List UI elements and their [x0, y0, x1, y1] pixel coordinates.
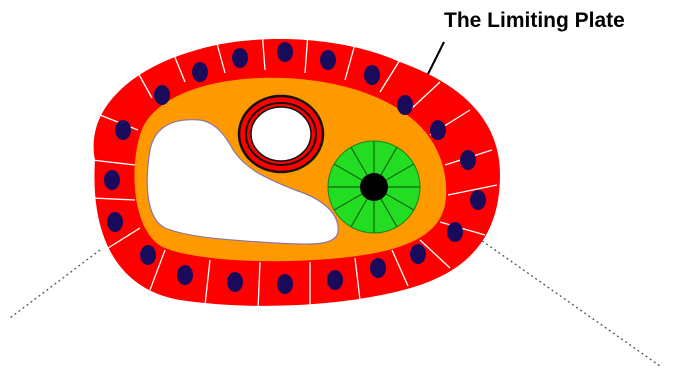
- nucleus: [107, 212, 123, 232]
- nucleus: [277, 42, 293, 62]
- nucleus: [460, 150, 476, 170]
- left-dotted-line: [10, 250, 100, 318]
- nucleus: [115, 120, 131, 140]
- nucleus: [470, 190, 486, 210]
- nucleus: [232, 48, 248, 68]
- nucleus: [277, 274, 293, 294]
- bile-duct: [328, 141, 420, 233]
- nucleus: [430, 120, 446, 140]
- nucleus: [370, 258, 386, 278]
- nucleus: [327, 270, 343, 290]
- nucleus: [320, 50, 336, 70]
- nucleus: [447, 222, 463, 242]
- nucleus: [397, 95, 413, 115]
- nucleus: [192, 62, 208, 82]
- nucleus: [154, 85, 170, 105]
- right-dotted-line: [478, 238, 660, 366]
- hepatic-artery: [239, 96, 323, 172]
- nucleus: [410, 244, 426, 264]
- nucleus: [140, 245, 156, 265]
- limiting-plate-label: The Limiting Plate: [444, 9, 625, 32]
- nucleus: [364, 65, 380, 85]
- nucleus: [104, 170, 120, 190]
- nucleus: [177, 265, 193, 285]
- nucleus: [227, 272, 243, 292]
